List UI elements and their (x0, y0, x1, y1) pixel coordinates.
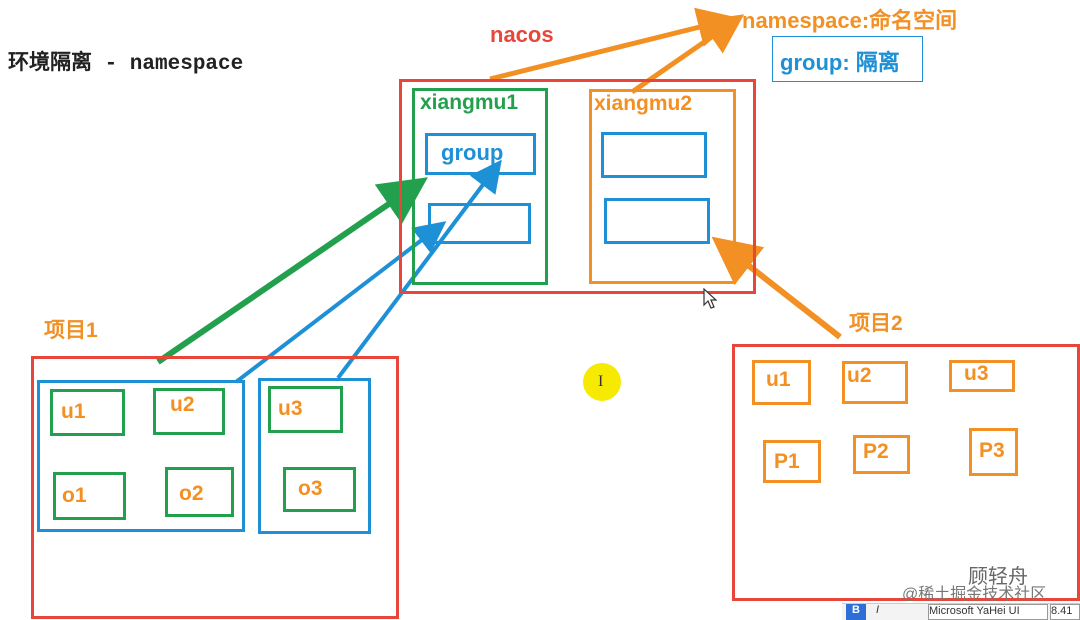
xiangmu2-box (589, 89, 736, 284)
xiangmu1-group-label: group (441, 140, 504, 165)
project1-u2-box (153, 388, 225, 435)
project1-u3-box (268, 386, 343, 433)
project1-o3-box (283, 467, 356, 512)
xiangmu2-label: xiangmu2 (594, 92, 693, 115)
group-legend-label: group: 隔离 (780, 50, 900, 75)
font-size-input[interactable]: 8.41 (1050, 604, 1080, 620)
font-select[interactable]: Microsoft YaHei UI (928, 604, 1048, 620)
project2-p3-label: P3 (979, 439, 1005, 462)
project1-o3-label: o3 (298, 477, 323, 500)
xiangmu2-group-1 (601, 132, 707, 178)
project2-u2-box (842, 361, 908, 404)
project1-o1-box (53, 472, 126, 520)
nacos-label: nacos (490, 22, 554, 47)
project2-p2-label: P2 (863, 440, 889, 463)
xiangmu2-group-2 (604, 198, 710, 244)
xiangmu1-group-1 (425, 133, 536, 175)
group-legend-box: group: 隔离 (772, 36, 923, 82)
watermark-community: @稀土掘金技术社区 (902, 586, 1047, 603)
project1-box (31, 356, 399, 619)
project2-p3-box (969, 428, 1018, 476)
project2-box (732, 344, 1080, 601)
arrow-nacos-to-namespace (489, 7, 738, 82)
project2-u1-box (752, 360, 811, 405)
project1-u2-label: u2 (170, 393, 195, 416)
bold-button[interactable]: B (846, 604, 866, 620)
project1-u3-label: u3 (278, 397, 303, 420)
project2-u3-box (949, 360, 1015, 392)
project2-label: 项目2 (849, 312, 903, 335)
project2-p1-box (763, 440, 821, 483)
text-cursor-icon: I (598, 373, 604, 390)
project2-u1-label: u1 (766, 368, 791, 391)
namespace-label: namespace:命名空间 (742, 8, 958, 33)
arrow-project1-to-xiangmu1 (156, 177, 428, 365)
italic-button[interactable]: I (876, 604, 880, 616)
xiangmu1-box (412, 88, 548, 285)
xiangmu1-group-2 (428, 203, 531, 244)
cursor-highlight (583, 363, 621, 401)
format-toolbar: B I Microsoft YaHei UI 8.41 (842, 603, 1080, 620)
project1-service-group-a (37, 380, 245, 532)
project2-u3-label: u3 (964, 362, 989, 385)
mouse-pointer-icon (703, 288, 718, 309)
xiangmu1-label: xiangmu1 (420, 91, 519, 114)
project2-p1-label: P1 (774, 450, 800, 473)
project1-service-group-b (258, 378, 371, 534)
arrow-u3-to-group1 (336, 159, 502, 380)
project1-o2-box (165, 467, 234, 517)
project2-p2-box (853, 435, 910, 474)
watermark-name: 顾轻舟 (968, 566, 1028, 588)
project1-label: 项目1 (44, 319, 98, 342)
project1-u1-box (50, 389, 125, 436)
page-title: 环境隔离 - namespace (8, 53, 244, 76)
project2-u2-label: u2 (847, 364, 872, 387)
arrow-project2-to-xiangmu2 (711, 236, 842, 340)
project1-o1-label: o1 (62, 484, 87, 507)
project1-u1-label: u1 (61, 400, 86, 423)
project1-o2-label: o2 (179, 482, 204, 505)
nacos-box (399, 79, 756, 294)
